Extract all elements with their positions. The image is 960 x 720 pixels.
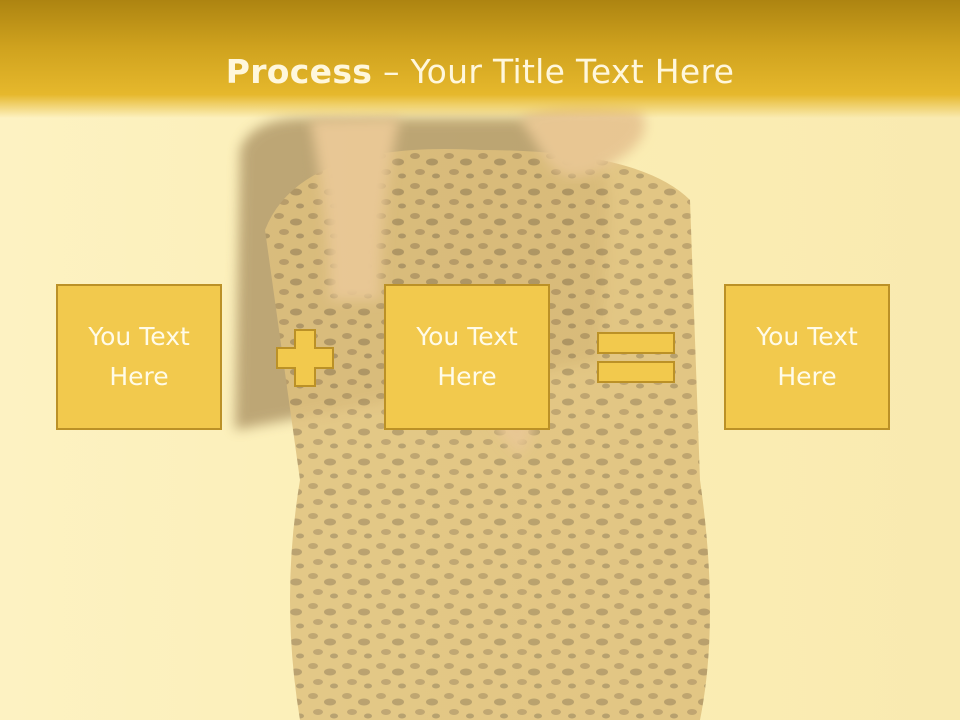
title-rest: – Your Title Text Here (372, 52, 735, 91)
text-box-2[interactable]: You Text Here (384, 284, 550, 430)
text-box-2-label: You Text Here (416, 322, 518, 391)
title-bold: Process (225, 52, 373, 91)
plus-icon (276, 329, 334, 387)
slide-title: Process – Your Title Text Here (0, 52, 960, 91)
text-box-3[interactable]: You Text Here (724, 284, 890, 430)
equals-icon (597, 332, 675, 383)
title-bar (0, 0, 960, 118)
text-box-1[interactable]: You Text Here (56, 284, 222, 430)
text-box-1-label: You Text Here (88, 322, 190, 391)
text-box-3-label: You Text Here (756, 322, 858, 391)
